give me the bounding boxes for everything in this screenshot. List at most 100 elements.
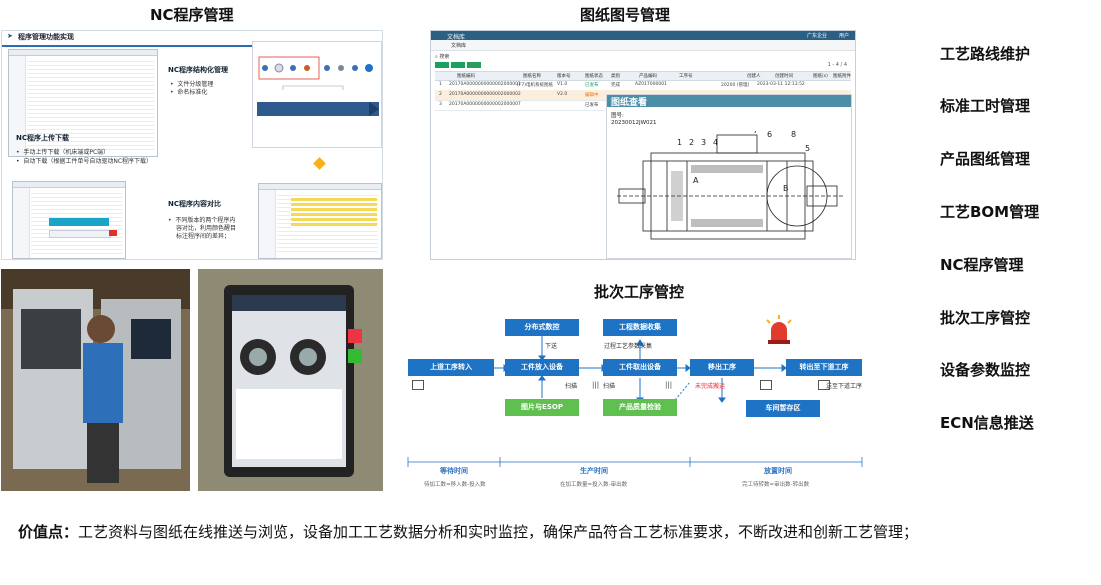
callout-label: 3 bbox=[701, 138, 706, 147]
note-unfinished: 未完成搬运 bbox=[695, 383, 726, 390]
motor-drawing: 1 2 3 4 5 6 7 8 A B bbox=[617, 131, 843, 240]
viewer-header: 图纸查看 bbox=[607, 95, 851, 108]
timeline-formula: 在加工数量=投入数-审出数 bbox=[560, 482, 628, 488]
col-header: 图纸名称 bbox=[523, 74, 541, 79]
search-field[interactable]: ⌕ 搜索 bbox=[435, 54, 450, 60]
feature-item: ECN信息推送 bbox=[940, 414, 1034, 432]
drawing-viewer: 图纸查看 图号:20230012JW021 1 2 3 bbox=[606, 94, 852, 259]
struct-bullet: • 文件分级管理 bbox=[170, 81, 214, 88]
box-distributed-nc: 分布式数控 bbox=[505, 319, 579, 336]
col-header: 图纸(s) bbox=[813, 74, 828, 79]
timeline-label: 生产时间 bbox=[580, 467, 608, 475]
col-header: 创建人 bbox=[747, 74, 761, 79]
callout-label: 7 bbox=[753, 131, 758, 135]
viewer-title: 图纸查看 bbox=[611, 98, 648, 108]
box-upstream: 上道工序转入 bbox=[408, 359, 494, 376]
note-download: 下送 bbox=[545, 343, 558, 350]
feature-item: 批次工序管控 bbox=[940, 309, 1031, 327]
note-scan: 扫描 bbox=[565, 383, 578, 390]
table-header: 图纸编码 图纸名称 版本号 图纸状态 类别 产品编码 工序号 创建人 创建时间 … bbox=[435, 71, 851, 81]
col-header: 创建时间 bbox=[775, 74, 793, 79]
callout-label: A bbox=[693, 176, 699, 185]
nc-compare-screenshot bbox=[258, 183, 382, 259]
action-button[interactable] bbox=[435, 62, 449, 68]
callout-label: 4 bbox=[713, 138, 718, 147]
col-header: 产品编码 bbox=[639, 74, 657, 79]
box-collect: 工程数据收集 bbox=[603, 319, 677, 336]
batch-section-title: 批次工序管控 bbox=[594, 283, 685, 301]
struct-title: NC程序结构化管理 bbox=[168, 66, 228, 74]
col-header: 图纸状态 bbox=[585, 74, 603, 79]
nc-program-panel: ➤ 程序管理功能实现 NC程序结构化管理 • 文件分级管理 • 命名标准化 NC… bbox=[1, 30, 383, 260]
printer-icon bbox=[818, 380, 830, 390]
callout-label: 6 bbox=[767, 131, 772, 139]
upload-bullet: • 手动上传下载（机床端或PC端） bbox=[16, 149, 110, 156]
org-label[interactable]: 广东企业 bbox=[806, 33, 827, 39]
drawing-app-bar: 文档库 广东企业 用户 bbox=[431, 31, 855, 41]
nc-panel-header-label: 程序管理功能实现 bbox=[18, 33, 74, 41]
terminal-photo bbox=[198, 269, 383, 491]
upload-bullet: • 自动下载（根据工件单号自动驱动NC程序下载） bbox=[16, 158, 153, 165]
box-quality: 产品质量检验 bbox=[603, 399, 677, 416]
printer-icon bbox=[412, 380, 424, 390]
nc-section-title: NC程序管理 bbox=[150, 6, 234, 24]
timeline-label: 等待时间 bbox=[440, 467, 468, 475]
timeline-label: 放置时间 bbox=[764, 467, 792, 475]
box-image-esop: 图片与ESOP bbox=[505, 399, 579, 416]
pager: 1 - 4 / 4 bbox=[827, 62, 847, 68]
user-menu[interactable]: 用户 bbox=[838, 33, 849, 39]
timeline-formula: 完工待转数=审出数-转出数 bbox=[742, 482, 810, 488]
feature-item: 标准工时管理 bbox=[940, 97, 1031, 115]
callout-label: 2 bbox=[689, 138, 694, 147]
nc-structure-diagram bbox=[252, 41, 382, 148]
box-transfer: 转出至下道工序 bbox=[786, 359, 862, 376]
compare-text: 标注程序间的差异； bbox=[176, 233, 231, 240]
arrow-icon: ➤ bbox=[7, 32, 13, 40]
header-rule bbox=[2, 45, 382, 47]
col-header: 版本号 bbox=[557, 74, 571, 79]
diamond-icon bbox=[313, 157, 326, 170]
feature-item: NC程序管理 bbox=[940, 256, 1024, 274]
feature-item: 产品图纸管理 bbox=[940, 150, 1031, 168]
barcode-icon: ||| bbox=[665, 381, 673, 389]
callout-label: 5 bbox=[805, 144, 810, 153]
callout-label: B bbox=[783, 184, 789, 193]
barcode-icon: ||| bbox=[592, 381, 600, 389]
value-text: 工艺资料与图纸在线推送与浏览，设备加工工艺数据分析和实时监控，确保产品符合工艺标… bbox=[78, 523, 919, 541]
box-staging: 车间暂存区 bbox=[746, 400, 820, 417]
feature-item: 工艺BOM管理 bbox=[940, 203, 1040, 221]
drawing-number: 图号:20230012JW021 bbox=[611, 113, 657, 126]
col-header: 图纸附件 bbox=[833, 74, 851, 79]
nc-upload-screenshot bbox=[12, 181, 126, 259]
tab-docs[interactable]: 文档库 bbox=[451, 43, 467, 49]
machine-operator-photo bbox=[1, 269, 190, 491]
upload-title: NC程序上传下载 bbox=[16, 134, 69, 142]
note-scan: 扫描 bbox=[603, 383, 616, 390]
compare-title: NC程序内容对比 bbox=[168, 200, 221, 208]
action-button[interactable] bbox=[451, 62, 465, 68]
box-move-out: 移出工序 bbox=[690, 359, 754, 376]
col-header: 图纸编码 bbox=[457, 74, 475, 79]
drawing-tabs: 文档库 bbox=[431, 40, 855, 51]
alarm-icon bbox=[766, 315, 792, 344]
timeline-formula: 待加工数=移入数-投入数 bbox=[424, 482, 486, 488]
col-header: 类别 bbox=[611, 74, 620, 79]
action-button[interactable] bbox=[467, 62, 481, 68]
feature-item: 工艺路线维护 bbox=[940, 45, 1031, 63]
compare-text: • 不同版本的两个程序内 bbox=[168, 217, 236, 224]
compare-text: 容对比，利用颜色醒目 bbox=[176, 225, 237, 232]
note-process-params: 过程工艺参数采集 bbox=[604, 343, 653, 350]
box-load: 工件放入设备 bbox=[505, 359, 579, 376]
struct-bullet: • 命名标准化 bbox=[170, 89, 208, 96]
callout-label: 8 bbox=[791, 131, 796, 139]
feature-item: 设备参数监控 bbox=[940, 361, 1031, 379]
value-key: 价值点： bbox=[18, 523, 79, 541]
drawing-section-title: 图纸图号管理 bbox=[580, 6, 671, 24]
note-send-next: 送至下道工序 bbox=[826, 383, 863, 390]
drawing-panel: 文档库 广东企业 用户 文档库 ⌕ 搜索 1 - 4 / 4 图纸编码 图纸名称… bbox=[430, 30, 856, 260]
value-statement: 价值点：工艺资料与图纸在线推送与浏览，设备加工工艺数据分析和实时监控，确保产品符… bbox=[18, 521, 1088, 544]
printer-icon bbox=[760, 380, 772, 390]
app-title: 文档库 bbox=[447, 34, 466, 41]
col-header: 工序号 bbox=[679, 74, 693, 79]
callout-label: 1 bbox=[677, 138, 682, 147]
